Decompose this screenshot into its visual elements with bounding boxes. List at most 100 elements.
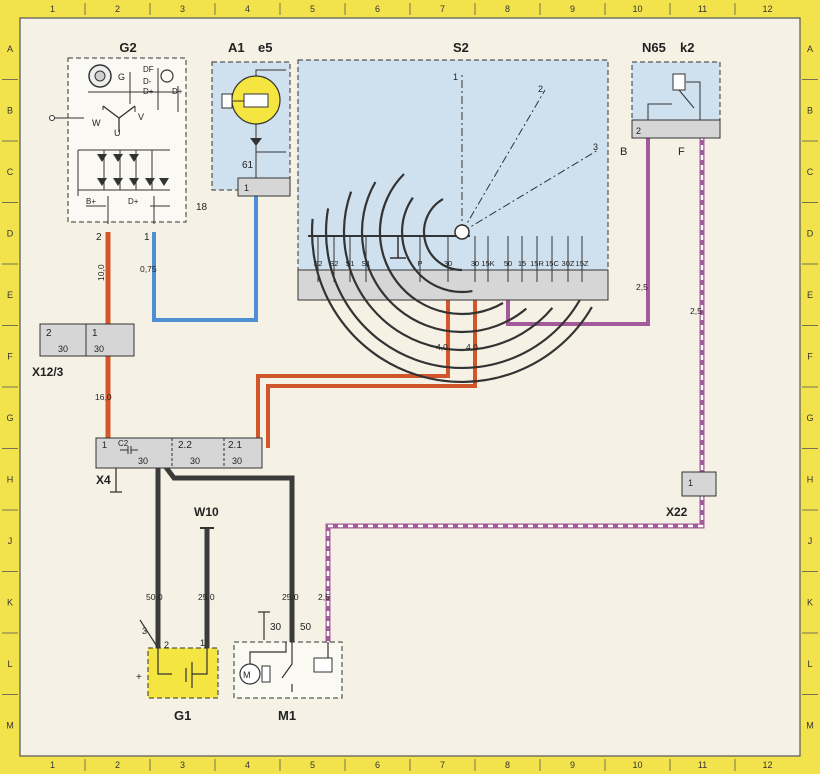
svg-text:F: F: [678, 146, 685, 158]
column-number: 11: [698, 4, 707, 14]
s2-terminal-label: S1: [361, 259, 370, 268]
wire-label-x22-n65: 2,5: [690, 306, 702, 316]
s2-terminal-label: 15R: [530, 259, 544, 268]
svg-text:1: 1: [144, 232, 150, 243]
column-number: 10: [632, 760, 642, 770]
column-number: 7: [440, 760, 445, 770]
rectifier-diodes-icon: [97, 154, 169, 186]
row-letter: G: [6, 413, 13, 423]
wire-label-x12-x4: 16,0: [95, 392, 112, 402]
svg-text:50: 50: [300, 622, 312, 633]
row-letter: J: [8, 536, 13, 546]
battery-symbol-icon: [243, 93, 269, 108]
column-number: 8: [505, 4, 510, 14]
column-number: 1: [50, 4, 55, 14]
svg-text:1: 1: [200, 638, 205, 648]
row-letter: J: [808, 536, 813, 546]
svg-text:U: U: [114, 128, 121, 138]
column-number: 6: [375, 760, 380, 770]
relay-n65-k2: N65 k2 2 B F: [620, 40, 721, 158]
row-letter: E: [807, 290, 813, 300]
row-letter: E: [7, 290, 13, 300]
n65-connector: [631, 119, 721, 139]
capacitor-c2-icon: [120, 446, 138, 454]
indicator-a1-e5: A1 e5 61 1: [211, 40, 291, 197]
column-number: 8: [505, 760, 510, 770]
s2-terminal-label: 50: [504, 259, 512, 268]
svg-text:61: 61: [242, 160, 254, 171]
connector-x22: 1 X22: [666, 471, 717, 519]
e5-label: e5: [258, 40, 272, 55]
svg-text:D+: D+: [172, 87, 183, 96]
row-letter: A: [807, 44, 813, 54]
column-number: 11: [698, 760, 707, 770]
switch-contact-arcs: [310, 173, 593, 383]
row-letter: D: [7, 228, 14, 238]
column-number: 12: [762, 760, 772, 770]
svg-text:B: B: [620, 146, 627, 158]
row-letter: H: [807, 474, 814, 484]
wire-g2-a1-blue: [152, 196, 258, 322]
contact-arc: [325, 208, 581, 370]
regulator-icon: [160, 69, 174, 83]
svg-text:1: 1: [102, 440, 107, 450]
k2-label: k2: [680, 40, 694, 55]
s2-label: S2: [453, 40, 469, 55]
wire-label-n65-s2: 2,5: [636, 282, 648, 292]
wire-label-g2-out1: 0,75: [140, 264, 157, 274]
row-letter: M: [6, 720, 14, 730]
svg-text:30: 30: [138, 456, 148, 466]
m1-label: M1: [278, 708, 296, 723]
x4-label: X4: [96, 473, 111, 487]
row-letter: A: [7, 44, 13, 54]
svg-text:1: 1: [244, 183, 249, 193]
column-number: 1: [50, 760, 55, 770]
svg-text:D+: D+: [128, 197, 139, 206]
column-number: 4: [245, 4, 250, 14]
a1-label: A1: [228, 40, 245, 55]
column-number: 2: [115, 4, 120, 14]
wire-s2-30b-red: [266, 290, 477, 448]
svg-text:30: 30: [94, 344, 104, 354]
s2-terminal-label: 30: [444, 259, 452, 268]
solenoid-icon: [313, 657, 333, 673]
switch-position-lines: [461, 72, 599, 233]
column-number: 9: [570, 760, 575, 770]
s2-terminal-label: 30: [471, 259, 479, 268]
a1-connector: [237, 177, 291, 197]
contact-arc: [360, 181, 528, 334]
s2-terminal-label: 15Z: [576, 259, 589, 268]
svg-text:1: 1: [92, 328, 98, 339]
row-letter: H: [7, 474, 14, 484]
g2-label: G2: [119, 40, 136, 55]
g1-label: G1: [174, 708, 191, 723]
relay-coil-icon: [672, 73, 686, 91]
s2-terminal-label: 30Z: [562, 259, 575, 268]
svg-text:C2: C2: [118, 439, 129, 448]
row-letter: B: [807, 105, 813, 115]
svg-text:D-: D-: [143, 77, 152, 86]
svg-text:2: 2: [46, 328, 52, 339]
svg-text:2: 2: [636, 126, 641, 136]
contact-arc: [378, 173, 504, 316]
ground-icon: [110, 468, 122, 493]
s2-terminal-label: 15: [518, 259, 526, 268]
svg-text:18: 18: [196, 202, 208, 213]
wire-label-g2-out2: 10,0: [96, 264, 106, 281]
svg-text:30: 30: [270, 622, 282, 633]
park-contact-icon: [390, 236, 406, 259]
column-number: 12: [762, 4, 772, 14]
svg-text:3: 3: [142, 626, 147, 636]
wire-label-s2-30b: 4,0: [466, 342, 478, 352]
column-number: 4: [245, 760, 250, 770]
row-letter: C: [807, 167, 814, 177]
battery-switch-icon: [139, 619, 159, 649]
contact-arc: [342, 191, 554, 352]
contact-arc: [422, 198, 463, 272]
s2-terminal-label: S1: [345, 259, 354, 268]
svg-text:2: 2: [96, 232, 102, 243]
row-letter: K: [807, 597, 813, 607]
n65-label: N65: [642, 40, 666, 55]
